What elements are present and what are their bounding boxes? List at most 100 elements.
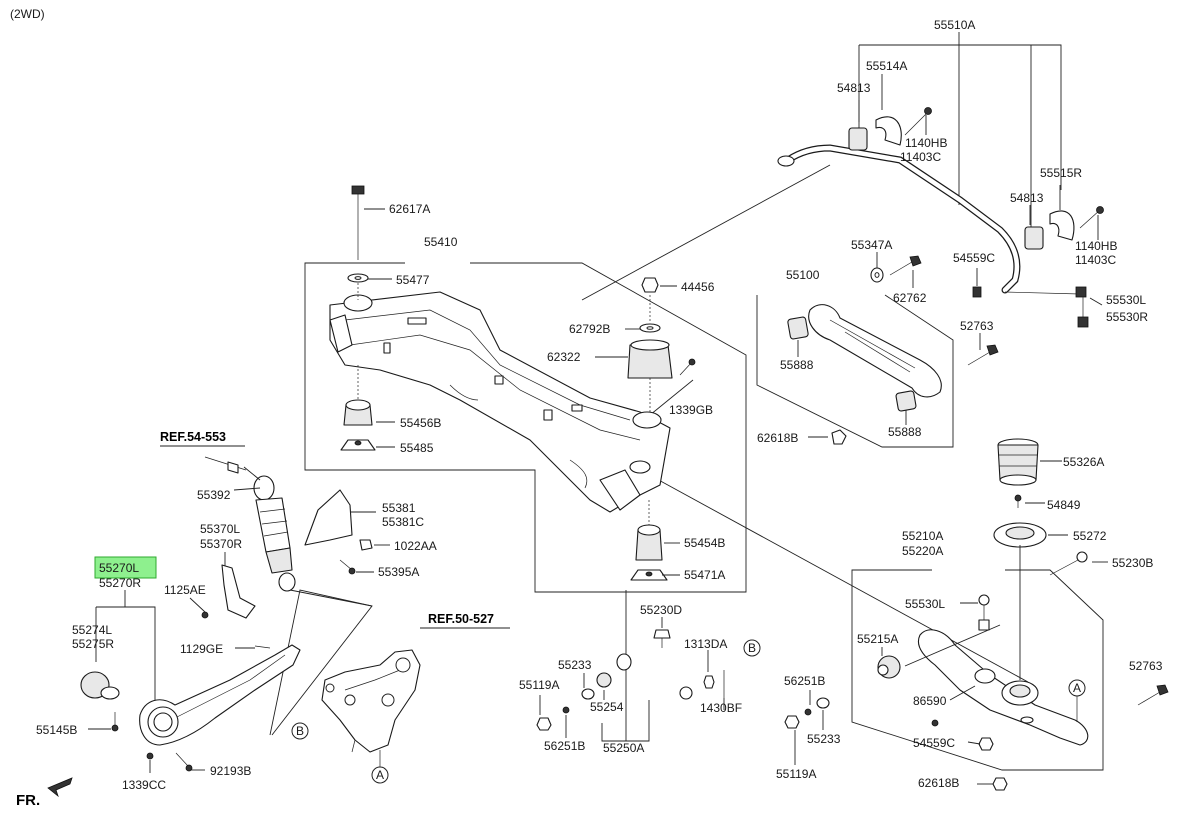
part-55515R[interactable]: 55515R (1040, 166, 1082, 180)
stabilizer-bracket (875, 116, 902, 146)
leader (581, 164, 831, 301)
part-55274L[interactable]: 55274L (72, 623, 112, 637)
part-55230B[interactable]: 55230B (1112, 556, 1153, 570)
trailing-arm (80, 644, 301, 772)
part-62792B[interactable]: 62792B (569, 322, 610, 336)
part-1140HB[interactable]: 1140HB (905, 136, 947, 150)
part-56251B[interactable]: 56251B (544, 739, 585, 753)
part-55215A[interactable]: 55215A (857, 632, 898, 646)
part-55210A[interactable]: 55210A (902, 529, 943, 543)
part-55326A[interactable]: 55326A (1063, 455, 1104, 469)
part-55100[interactable]: 55100 (786, 268, 820, 282)
part-56251B[interactable]: 56251B (784, 674, 825, 688)
part-55410[interactable]: 55410 (424, 235, 458, 249)
part-55119A[interactable]: 55119A (776, 767, 816, 781)
frame-55410 (304, 262, 747, 593)
part-55456B[interactable]: 55456B (400, 416, 441, 430)
part-52763[interactable]: 52763 (1129, 659, 1163, 673)
part-55370R[interactable]: 55370R (200, 537, 242, 551)
part-55270R[interactable]: 55270R (99, 576, 141, 590)
stabilizer-bushing (1024, 226, 1044, 250)
part-62322[interactable]: 62322 (547, 350, 581, 364)
leader (654, 477, 1029, 683)
part-55530R[interactable]: 55530R (1106, 310, 1148, 324)
part-1129GE[interactable]: 1129GE (180, 642, 223, 656)
part-1339CC[interactable]: 1339CC (122, 778, 166, 792)
part-55510A[interactable]: 55510A (934, 18, 975, 32)
part-1140HB[interactable]: 1140HB (1075, 239, 1117, 253)
callout-b-link: B (748, 641, 756, 655)
frame-55100 (756, 294, 954, 448)
part-62617A[interactable]: 62617A (389, 202, 430, 216)
part-55119A[interactable]: 55119A (519, 678, 559, 692)
callout-b-knuckle: B (296, 724, 304, 738)
lateral-arm (787, 255, 999, 445)
part-54559C[interactable]: 54559C (913, 736, 955, 750)
part-55254[interactable]: 55254 (590, 700, 624, 714)
stabilizer-bushing (848, 127, 868, 151)
part-1125AE[interactable]: 1125AE (164, 583, 206, 597)
part-52763[interactable]: 52763 (960, 319, 994, 333)
part-92193B[interactable]: 92193B (210, 764, 251, 778)
part-55370L[interactable]: 55370L (200, 522, 240, 536)
bracket-line (859, 44, 1062, 190)
leader-lines (88, 74, 1108, 785)
part-labels: (2WD) FR. REF.54-553 REF.50-527 55510A 5… (10, 7, 1163, 809)
part-55514A[interactable]: 55514A (866, 59, 907, 73)
part-1430BF[interactable]: 1430BF (700, 701, 742, 715)
part-44456[interactable]: 44456 (681, 280, 715, 294)
part-55275R[interactable]: 55275R (72, 637, 114, 651)
part-55145B[interactable]: 55145B (36, 723, 77, 737)
part-62618B[interactable]: 62618B (757, 431, 798, 445)
shock-absorber (201, 456, 373, 619)
part-55454B[interactable]: 55454B (684, 536, 725, 550)
part-11403C[interactable]: 11403C (900, 150, 941, 164)
part-55347A[interactable]: 55347A (851, 238, 892, 252)
part-55233[interactable]: 55233 (807, 732, 841, 746)
part-1313DA[interactable]: 1313DA (684, 637, 727, 651)
part-55220A[interactable]: 55220A (902, 544, 943, 558)
ref-knuckle-label[interactable]: REF.50-527 (428, 612, 494, 626)
part-55230D[interactable]: 55230D (640, 603, 682, 617)
frame-55210A (851, 569, 1104, 771)
part-54559C[interactable]: 54559C (953, 251, 995, 265)
ref-shock-label[interactable]: REF.54-553 (160, 430, 226, 444)
part-55381C[interactable]: 55381C (382, 515, 424, 529)
part-62618B[interactable]: 62618B (918, 776, 959, 790)
leader (649, 379, 694, 416)
bracket-line (601, 700, 650, 742)
lower-control-arm (784, 438, 1169, 791)
front-direction-label: FR. (16, 792, 40, 809)
part-55381[interactable]: 55381 (382, 501, 416, 515)
callout-a-knuckle: A (376, 768, 384, 782)
part-55888[interactable]: 55888 (888, 425, 922, 439)
part-55471A[interactable]: 55471A (684, 568, 725, 582)
part-55270L-highlighted[interactable]: 55270L (99, 561, 139, 575)
part-86590[interactable]: 86590 (913, 694, 947, 708)
part-1339GB[interactable]: 1339GB (669, 403, 713, 417)
part-55395A[interactable]: 55395A (378, 565, 419, 579)
part-55888[interactable]: 55888 (780, 358, 814, 372)
part-1022AA[interactable]: 1022AA (394, 539, 437, 553)
part-54813[interactable]: 54813 (837, 81, 871, 95)
knuckle (321, 649, 421, 753)
part-54813[interactable]: 54813 (1010, 191, 1044, 205)
part-11403C[interactable]: 11403C (1075, 253, 1116, 267)
part-54849[interactable]: 54849 (1047, 498, 1081, 512)
part-55272[interactable]: 55272 (1073, 529, 1107, 543)
front-direction-arrow (47, 777, 73, 798)
part-55250A[interactable]: 55250A (603, 741, 644, 755)
part-55233[interactable]: 55233 (558, 658, 592, 672)
link-55250A (536, 629, 725, 731)
part-62762[interactable]: 62762 (893, 291, 927, 305)
crossmember-hardware (340, 185, 696, 581)
bracket-line (124, 590, 156, 708)
part-55392[interactable]: 55392 (197, 488, 231, 502)
part-55485[interactable]: 55485 (400, 441, 434, 455)
part-55530L[interactable]: 55530L (905, 597, 945, 611)
part-55530L[interactable]: 55530L (1106, 293, 1146, 307)
part-55477[interactable]: 55477 (396, 273, 430, 287)
callout-markers: B A B A (291, 639, 1086, 784)
